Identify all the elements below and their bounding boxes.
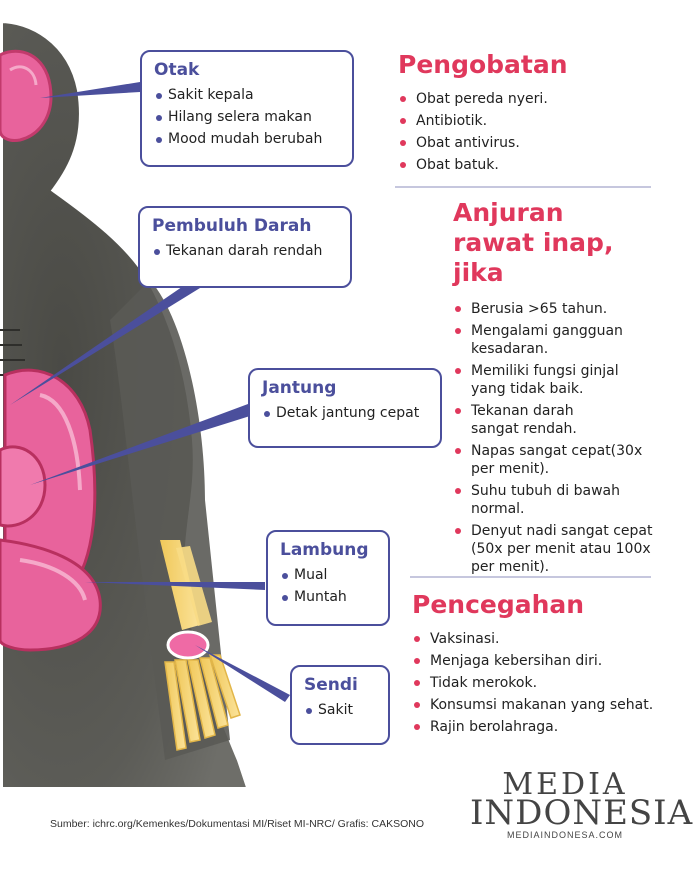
callout-title: Otak [154,60,200,80]
divider [395,186,651,188]
list-item: Obat batuk. [398,156,668,174]
lung-highlight [39,393,82,491]
pointer-otak [40,82,140,98]
callout-title: Sendi [304,675,358,695]
list-item: Memiliki fungsi ginjal yang tidak baik. [453,362,646,398]
source-credit: Sumber: ichrc.org/Kemenkes/Dokumentasi M… [50,818,425,830]
panel-title-line: jika [453,258,504,287]
panel-list: Berusia >65 tahun. Mengalami gangguan ke… [453,300,668,576]
list-item: Tekanan darah rendah [152,240,338,262]
panel-list: Vaksinasi. Menjaga kebersihan diri. Tida… [412,630,672,736]
list-item: Hilang selera makan [154,106,340,128]
list-item: Muntah [280,586,376,608]
callout-lambung: Lambung Mual Muntah [266,530,390,626]
callout-list: Tekanan darah rendah [152,240,338,262]
panel-pengobatan: Pengobatan Obat pereda nyeri. Antibiotik… [398,50,668,178]
list-item: Detak jantung cepat [262,402,428,424]
list-item: Berusia >65 tahun. [453,300,668,318]
list-item: Menjaga kebersihan diri. [412,652,672,670]
callout-list: Sakit kepala Hilang selera makan Mood mu… [154,84,340,150]
divider [410,576,651,578]
list-item: Suhu tubuh di bawah normal. [453,482,646,518]
media-indonesia-logo: MEDIA INDONESIA MEDIAINDONESA.COM [470,767,694,841]
list-item: Mengalami gangguan kesadaran. [453,322,646,358]
pointer-lambung [85,582,265,590]
list-item: Mood mudah berubah [154,128,340,150]
logo-url: MEDIAINDONESA.COM [506,830,623,840]
list-item: Tekanan darah sangat rendah. [453,402,621,438]
panel-title: Pencegahan [412,590,585,619]
list-item: Sakit [304,699,376,721]
callout-otak: Otak Sakit kepala Hilang selera makan Mo… [140,50,354,167]
wrist-joint [166,630,210,660]
stomach-highlight [19,558,87,601]
list-item: Denyut nadi sangat cepat (50x per menit … [453,522,671,576]
pointer-lines [10,82,290,702]
list-item: Sakit kepala [154,84,340,106]
list-item: Obat pereda nyeri. [398,90,668,108]
pointer-sendi [195,645,290,702]
logo-line-media: MEDIA [502,767,628,802]
callout-title: Lambung [280,540,369,560]
callout-list: Sakit [304,699,376,721]
callout-list: Detak jantung cepat [262,402,428,424]
list-item: Antibiotik. [398,112,668,130]
stomach-organ [0,538,102,652]
brain-highlight [9,65,38,86]
panel-title: Pengobatan [398,50,568,79]
logo-line-indonesia: INDONESIA [470,793,694,833]
panel-title-line: Anjuran [453,198,564,227]
callout-pembuluh-darah: Pembuluh Darah Tekanan darah rendah [138,206,352,288]
pointer-pembuluh [10,278,200,405]
hand-bones [164,654,241,751]
callout-jantung: Jantung Detak jantung cepat [248,368,442,448]
panel-anjuran: Anjuran rawat inap, jika Berusia >65 tah… [453,198,668,580]
list-item: Vaksinasi. [412,630,672,648]
callout-title: Pembuluh Darah [152,216,312,236]
panel-list: Obat pereda nyeri. Antibiotik. Obat anti… [398,90,668,174]
list-item: Rajin berolahraga. [412,718,672,736]
panel-title-line: rawat inap, [453,228,614,257]
panel-pencegahan: Pencegahan Vaksinasi. Menjaga kebersihan… [412,590,672,740]
callout-list: Mual Muntah [280,564,376,608]
list-item: Napas sangat cepat(30x per menit). [453,442,666,478]
brain-organ [0,49,53,142]
pointer-jantung [30,404,250,485]
list-item: Obat antivirus. [398,134,668,152]
list-item: Konsumsi makanan yang sehat. [412,696,672,714]
callout-title: Jantung [262,378,337,398]
list-item: Mual [280,564,376,586]
callout-sendi: Sendi Sakit [290,665,390,745]
list-item: Tidak merokok. [412,674,672,692]
heart-organ [0,445,47,528]
